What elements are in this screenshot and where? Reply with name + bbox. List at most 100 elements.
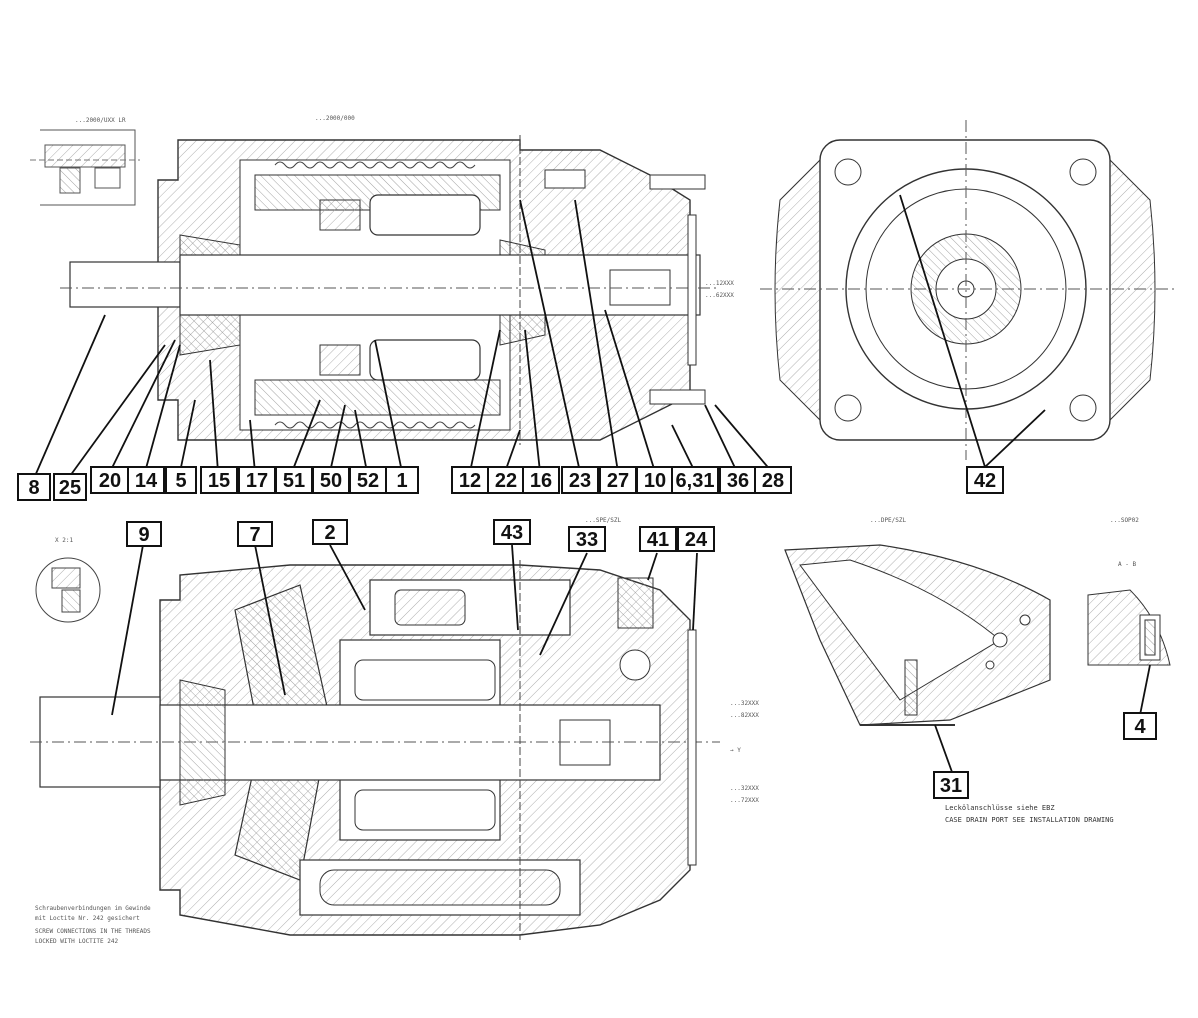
- callout-31: 31: [933, 771, 969, 799]
- callout-36: 36: [719, 466, 757, 494]
- callout-box: [933, 771, 969, 799]
- callout-box: [1123, 712, 1157, 740]
- callout-label: 23: [569, 470, 591, 492]
- detail-seal-top-left: ...2000/UXX LR: [30, 117, 140, 206]
- callout-label: 6,31: [676, 470, 715, 492]
- callout-24: 24: [677, 526, 715, 552]
- callout-label: 50: [320, 470, 342, 492]
- callout-box: [17, 473, 51, 501]
- callout-label: 16: [530, 470, 552, 492]
- callout-43: 43: [493, 519, 531, 545]
- callout-box: [561, 466, 599, 494]
- callout-box: [126, 521, 162, 547]
- callout-7: 7: [237, 521, 273, 547]
- callout-label: 27: [607, 470, 629, 492]
- callout-box: [200, 466, 238, 494]
- svg-text:...32XXX: ...32XXX: [730, 785, 759, 792]
- callout-27: 27: [599, 466, 637, 494]
- ref-top-left: ...2000/UXX LR: [75, 117, 126, 124]
- callout-label: 41: [647, 529, 669, 551]
- callout-label: 12: [459, 470, 481, 492]
- svg-text:→ Y: → Y: [730, 747, 741, 754]
- callout-box: [719, 466, 757, 494]
- callout-12: 12: [451, 466, 489, 494]
- callout-box: [671, 466, 719, 494]
- callout-8: 8: [17, 473, 51, 501]
- callout-22: 22: [487, 466, 525, 494]
- callout-6-31: 6,31: [671, 466, 719, 494]
- callout-label: 4: [1134, 716, 1146, 738]
- callout-15: 15: [200, 466, 238, 494]
- svg-text:...82XXX: ...82XXX: [730, 712, 759, 719]
- callout-label: 31: [940, 775, 962, 797]
- callout-23: 23: [561, 466, 599, 494]
- ref-mid-center: ...SPE/SZL: [585, 517, 622, 524]
- view-x-label: X 2:1: [55, 537, 73, 544]
- callout-box: [568, 526, 606, 552]
- callout-52: 52: [349, 466, 387, 494]
- callout-label: 24: [685, 529, 708, 551]
- callout-17: 17: [238, 466, 276, 494]
- callout-label: 33: [576, 529, 598, 551]
- note-screw-de-1: Schraubenverbindungen im Gewinde: [35, 905, 151, 912]
- svg-text:...32XXX: ...32XXX: [730, 700, 759, 707]
- note-case-drain-de: Leckölanschlüsse siehe EBZ: [945, 804, 1055, 812]
- callout-box: [493, 519, 531, 545]
- callout-box: [639, 526, 677, 552]
- callout-box: [522, 466, 560, 494]
- note-screw-en-2: LOCKED WITH LOCTITE 242: [35, 938, 118, 945]
- ref-far-right: ...SOP02: [1110, 517, 1139, 524]
- callout-box: [238, 466, 276, 494]
- note-screw-en-1: SCREW CONNECTIONS IN THE THREADS: [35, 928, 151, 935]
- ref-mid-right: ...DPE/SZL: [870, 517, 907, 524]
- callout-label: 52: [357, 470, 379, 492]
- callout-1: 1: [385, 466, 419, 494]
- callout-box: [165, 466, 197, 494]
- callout-box: [127, 466, 165, 494]
- callout-box: [754, 466, 792, 494]
- callout-label: 5: [175, 470, 186, 492]
- callout-51: 51: [275, 466, 313, 494]
- callout-33: 33: [568, 526, 606, 552]
- ref-top-center: ...2000/000: [315, 115, 355, 122]
- svg-text:...72XXX: ...72XXX: [730, 797, 759, 804]
- detail-drain-right: ...DPE/SZL ...SOP02 A - B Leckölanschlüs…: [784, 517, 1171, 824]
- callout-label: 14: [135, 470, 158, 492]
- section-view-bottom: ...SPE/SZL ...32XXX ...82XXX ...32XXX ..…: [30, 517, 759, 945]
- callout-box: [677, 526, 715, 552]
- callout-label: 22: [495, 470, 517, 492]
- callout-10: 10: [636, 466, 674, 494]
- note-screw-de-2: mit Loctite Nr. 242 gesichert: [35, 915, 140, 922]
- callout-label: 7: [249, 524, 260, 546]
- callout-label: 8: [28, 477, 39, 499]
- callout-label: 36: [727, 470, 749, 492]
- callout-label: 2: [324, 522, 335, 544]
- callout-box: [53, 473, 87, 501]
- callout-box: [349, 466, 387, 494]
- callout-label: 17: [246, 470, 268, 492]
- callout-box: [90, 466, 130, 494]
- leader-lines: [34, 194, 1151, 773]
- callout-box: [237, 521, 273, 547]
- callout-42: 42: [966, 466, 1004, 494]
- callout-box: [312, 519, 348, 545]
- callout-label: 42: [974, 470, 996, 492]
- callout-label: 15: [208, 470, 230, 492]
- callout-50: 50: [312, 466, 350, 494]
- view-ab-label: A - B: [1118, 561, 1136, 568]
- svg-text:...12XXX: ...12XXX: [705, 280, 734, 287]
- callout-9: 9: [126, 521, 162, 547]
- callout-label: 28: [762, 470, 784, 492]
- note-case-drain-en: CASE DRAIN PORT SEE INSTALLATION DRAWING: [945, 816, 1114, 824]
- callout-label: 51: [283, 470, 305, 492]
- callout-label: 43: [501, 522, 523, 544]
- callout-4: 4: [1123, 712, 1157, 740]
- callout-box: [966, 466, 1004, 494]
- svg-text:...62XXX: ...62XXX: [705, 292, 734, 299]
- callout-label: 25: [59, 477, 81, 499]
- callout-label: 1: [396, 470, 407, 492]
- callout-20: 20: [90, 466, 130, 494]
- callout-label: 9: [138, 524, 149, 546]
